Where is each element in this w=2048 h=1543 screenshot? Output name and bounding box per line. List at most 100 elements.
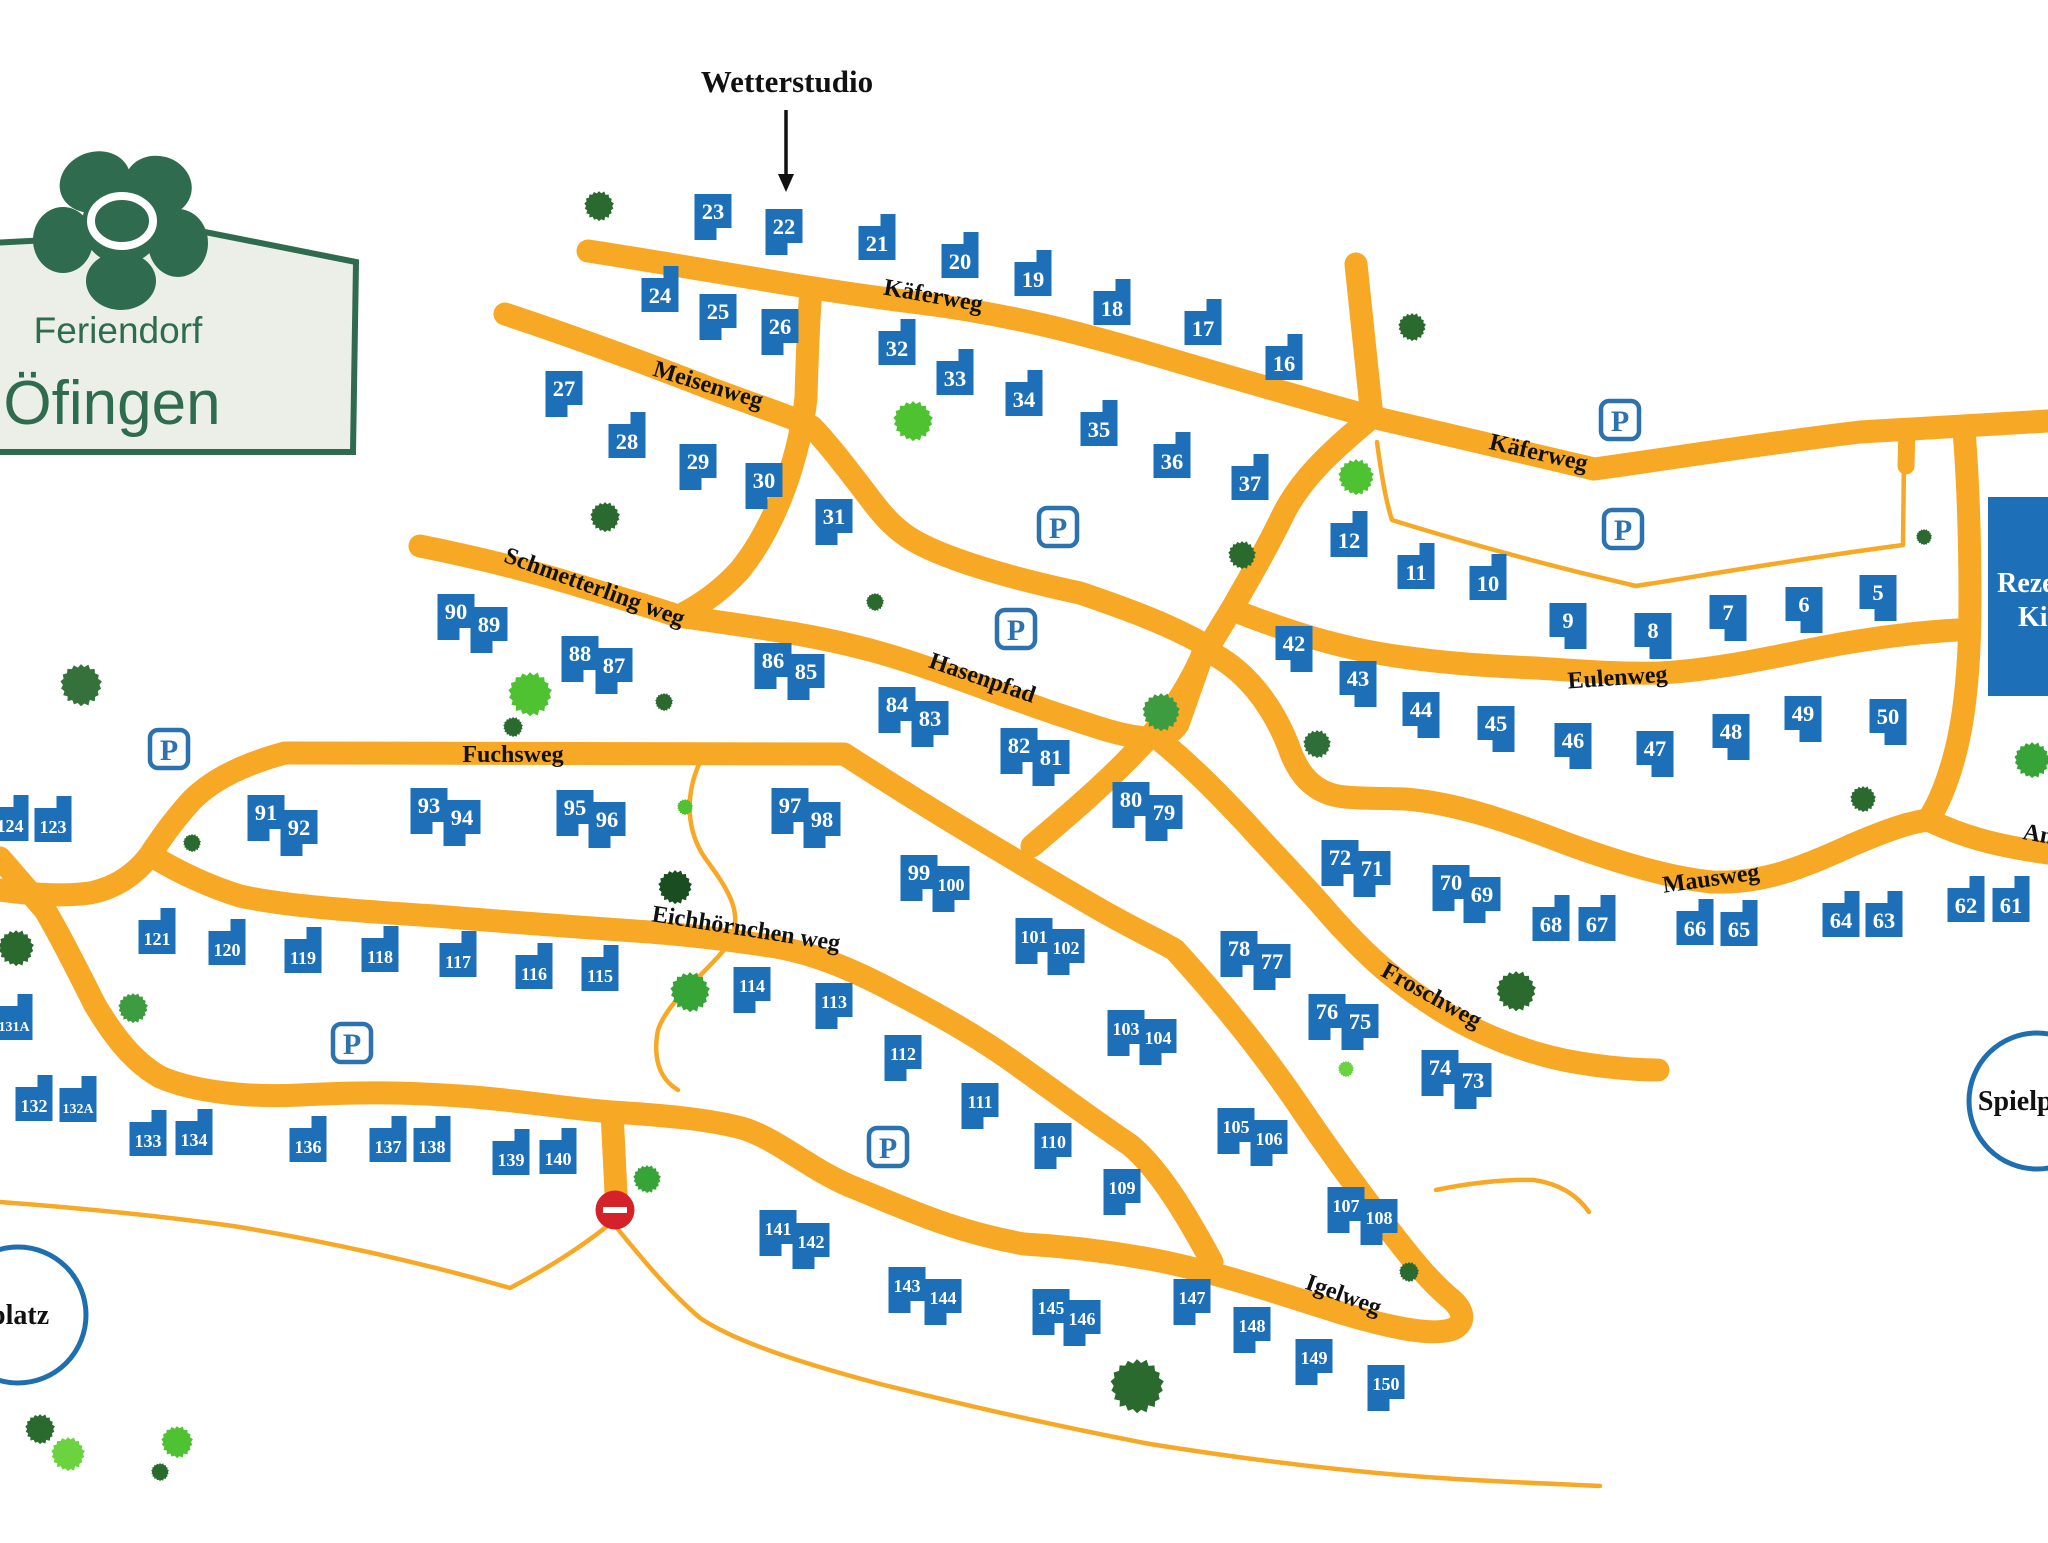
svg-text:112: 112 bbox=[890, 1044, 916, 1064]
svg-text:42: 42 bbox=[1283, 631, 1306, 656]
svg-text:96: 96 bbox=[596, 807, 619, 832]
svg-text:71: 71 bbox=[1361, 856, 1384, 881]
svg-text:25: 25 bbox=[707, 299, 730, 324]
svg-text:148: 148 bbox=[1239, 1316, 1266, 1336]
svg-text:62: 62 bbox=[1955, 893, 1978, 918]
svg-text:118: 118 bbox=[367, 947, 393, 967]
svg-text:32: 32 bbox=[886, 336, 909, 361]
svg-text:45: 45 bbox=[1485, 711, 1508, 736]
svg-text:78: 78 bbox=[1228, 936, 1251, 961]
svg-text:21: 21 bbox=[866, 231, 889, 256]
svg-text:85: 85 bbox=[795, 659, 818, 684]
svg-text:11: 11 bbox=[1405, 560, 1426, 585]
svg-text:110: 110 bbox=[1040, 1132, 1066, 1152]
svg-text:19: 19 bbox=[1022, 267, 1045, 292]
svg-text:90: 90 bbox=[445, 599, 468, 624]
svg-text:10: 10 bbox=[1477, 571, 1500, 596]
svg-text:33: 33 bbox=[944, 366, 967, 391]
svg-text:101: 101 bbox=[1021, 927, 1048, 947]
svg-text:20: 20 bbox=[949, 249, 972, 274]
svg-text:123: 123 bbox=[40, 817, 67, 837]
svg-text:16: 16 bbox=[1273, 351, 1296, 376]
svg-text:132A: 132A bbox=[62, 1102, 94, 1117]
svg-text:35: 35 bbox=[1088, 417, 1111, 442]
svg-text:133: 133 bbox=[135, 1131, 162, 1151]
svg-text:7: 7 bbox=[1722, 600, 1733, 625]
svg-text:95: 95 bbox=[564, 795, 587, 820]
svg-text:94: 94 bbox=[451, 805, 474, 830]
svg-text:49: 49 bbox=[1792, 701, 1815, 726]
svg-text:80: 80 bbox=[1120, 787, 1143, 812]
svg-text:83: 83 bbox=[919, 706, 942, 731]
svg-text:92: 92 bbox=[288, 815, 311, 840]
svg-text:9: 9 bbox=[1562, 608, 1573, 633]
svg-text:77: 77 bbox=[1261, 949, 1284, 974]
svg-text:61: 61 bbox=[2000, 893, 2023, 918]
svg-text:99: 99 bbox=[908, 860, 931, 885]
svg-text:121: 121 bbox=[144, 929, 171, 949]
svg-text:64: 64 bbox=[1830, 908, 1853, 933]
svg-text:18: 18 bbox=[1101, 296, 1124, 321]
svg-text:76: 76 bbox=[1316, 999, 1339, 1024]
svg-text:142: 142 bbox=[798, 1232, 825, 1252]
svg-text:98: 98 bbox=[811, 807, 834, 832]
svg-text:67: 67 bbox=[1586, 912, 1609, 937]
svg-text:24: 24 bbox=[649, 283, 672, 308]
svg-text:17: 17 bbox=[1192, 316, 1215, 341]
svg-text:47: 47 bbox=[1644, 736, 1667, 761]
svg-text:146: 146 bbox=[1069, 1309, 1096, 1329]
svg-text:46: 46 bbox=[1562, 728, 1585, 753]
svg-text:66: 66 bbox=[1684, 916, 1707, 941]
svg-text:103: 103 bbox=[1113, 1019, 1140, 1039]
svg-text:86: 86 bbox=[762, 648, 785, 673]
svg-text:102: 102 bbox=[1053, 938, 1080, 958]
svg-text:68: 68 bbox=[1540, 912, 1563, 937]
svg-text:6: 6 bbox=[1798, 592, 1809, 617]
svg-text:87: 87 bbox=[603, 653, 626, 678]
svg-text:75: 75 bbox=[1349, 1009, 1372, 1034]
svg-text:140: 140 bbox=[545, 1149, 572, 1169]
svg-text:139: 139 bbox=[498, 1150, 525, 1170]
svg-text:44: 44 bbox=[1410, 697, 1433, 722]
svg-text:12: 12 bbox=[1338, 528, 1361, 553]
svg-text:105: 105 bbox=[1223, 1117, 1250, 1137]
svg-text:81: 81 bbox=[1040, 745, 1063, 770]
svg-text:70: 70 bbox=[1440, 870, 1463, 895]
svg-text:107: 107 bbox=[1333, 1196, 1360, 1216]
svg-text:30: 30 bbox=[753, 468, 776, 493]
svg-text:131A: 131A bbox=[0, 1020, 30, 1035]
svg-text:91: 91 bbox=[255, 800, 278, 825]
svg-text:72: 72 bbox=[1329, 845, 1352, 870]
svg-text:100: 100 bbox=[938, 875, 965, 895]
svg-text:150: 150 bbox=[1373, 1374, 1400, 1394]
svg-text:145: 145 bbox=[1038, 1298, 1065, 1318]
svg-text:P: P bbox=[1049, 512, 1067, 545]
svg-text:Wetterstudio: Wetterstudio bbox=[701, 64, 873, 99]
svg-text:Öfingen: Öfingen bbox=[3, 369, 220, 438]
svg-text:97: 97 bbox=[779, 793, 802, 818]
svg-text:143: 143 bbox=[894, 1276, 921, 1296]
svg-text:Spielplatz: Spielplatz bbox=[0, 1300, 49, 1331]
svg-text:117: 117 bbox=[445, 952, 471, 972]
svg-text:113: 113 bbox=[821, 992, 847, 1012]
svg-text:114: 114 bbox=[739, 976, 765, 996]
svg-text:P: P bbox=[160, 734, 178, 767]
svg-text:88: 88 bbox=[569, 641, 592, 666]
svg-text:93: 93 bbox=[418, 793, 441, 818]
svg-text:P: P bbox=[1614, 514, 1632, 547]
svg-text:109: 109 bbox=[1109, 1178, 1136, 1198]
svg-text:Spielplatz: Spielplatz bbox=[1978, 1086, 2048, 1117]
svg-text:Fuchsweg: Fuchsweg bbox=[462, 742, 563, 768]
svg-text:132: 132 bbox=[21, 1096, 48, 1116]
svg-text:141: 141 bbox=[765, 1219, 792, 1239]
svg-text:144: 144 bbox=[930, 1288, 957, 1308]
svg-text:136: 136 bbox=[295, 1137, 322, 1157]
svg-text:29: 29 bbox=[687, 449, 710, 474]
svg-text:74: 74 bbox=[1429, 1055, 1452, 1080]
svg-text:Kiosk: Kiosk bbox=[2018, 602, 2048, 633]
svg-text:119: 119 bbox=[290, 948, 316, 968]
svg-text:Feriendorf: Feriendorf bbox=[34, 310, 203, 351]
svg-text:65: 65 bbox=[1728, 917, 1751, 942]
svg-text:104: 104 bbox=[1145, 1028, 1172, 1048]
svg-text:36: 36 bbox=[1161, 449, 1184, 474]
